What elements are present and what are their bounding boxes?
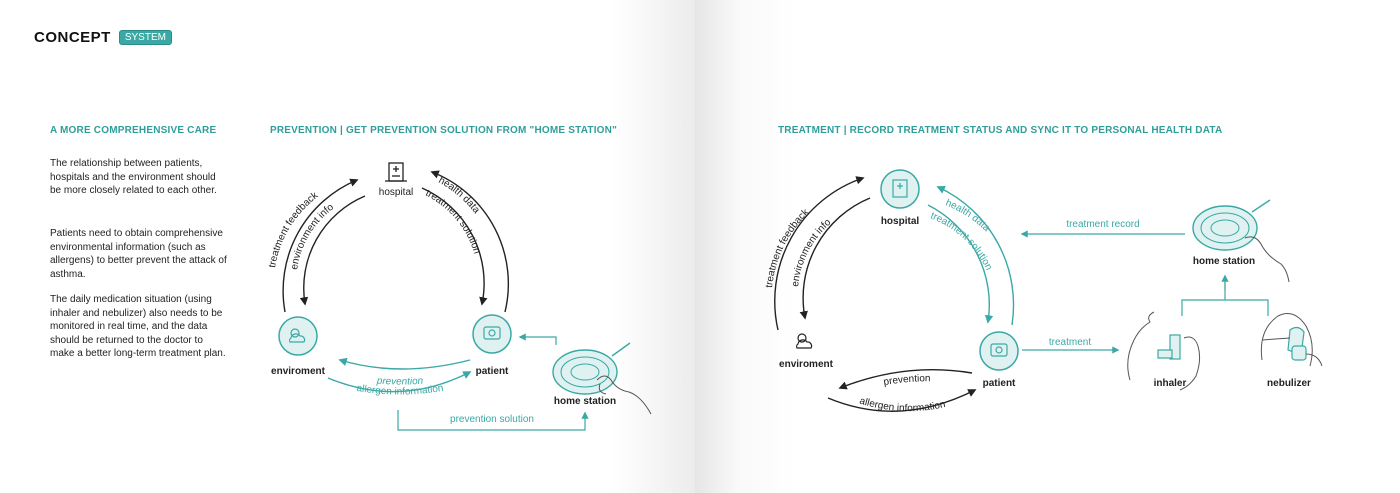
- treatment-feedback-arrow: [775, 178, 863, 330]
- patient-label: patient: [983, 378, 1016, 389]
- nebulizer-label: nebulizer: [1267, 378, 1311, 389]
- prevention-solution-label: prevention solution: [450, 414, 534, 425]
- hospital-label: hospital: [881, 216, 920, 227]
- weather-icon: [797, 334, 812, 348]
- inhaler-label: inhaler: [1154, 378, 1187, 389]
- treatment-label: treatment: [1049, 337, 1091, 348]
- patient-label: patient: [476, 366, 509, 377]
- patient-node: [473, 315, 511, 353]
- patient-node: [980, 332, 1018, 370]
- prevention-edge-label: prevention: [883, 373, 931, 388]
- home-station-label: home station: [1193, 256, 1255, 267]
- prevention-diagram: hospital enviroment patient: [267, 163, 651, 430]
- environment-label: enviroment: [271, 366, 326, 377]
- hospital-label: hospital: [379, 187, 413, 198]
- home-station-label: home station: [554, 396, 616, 407]
- home-station-device-icon: [1193, 200, 1289, 282]
- prevention-arrow: [340, 360, 470, 369]
- treatment-feedback-arrow: [283, 180, 357, 312]
- prevention-edge-label: prevention: [375, 376, 424, 388]
- treatment-record-label: treatment record: [1066, 219, 1139, 230]
- treatment-solution-label: treatment solution: [424, 188, 483, 255]
- environment-label: enviroment: [779, 359, 834, 370]
- environment-node: [279, 317, 317, 355]
- treatment-diagram: hospital enviroment patient treatment fe…: [764, 170, 1322, 414]
- hospital-icon: [385, 163, 407, 181]
- allergen-information-label: allergen information: [858, 396, 946, 414]
- environment-info-arrow: [803, 198, 870, 318]
- nebulizer-icon: [1261, 314, 1322, 366]
- hospital-node: [881, 170, 919, 208]
- home-station-to-patient-arrow: [520, 337, 556, 345]
